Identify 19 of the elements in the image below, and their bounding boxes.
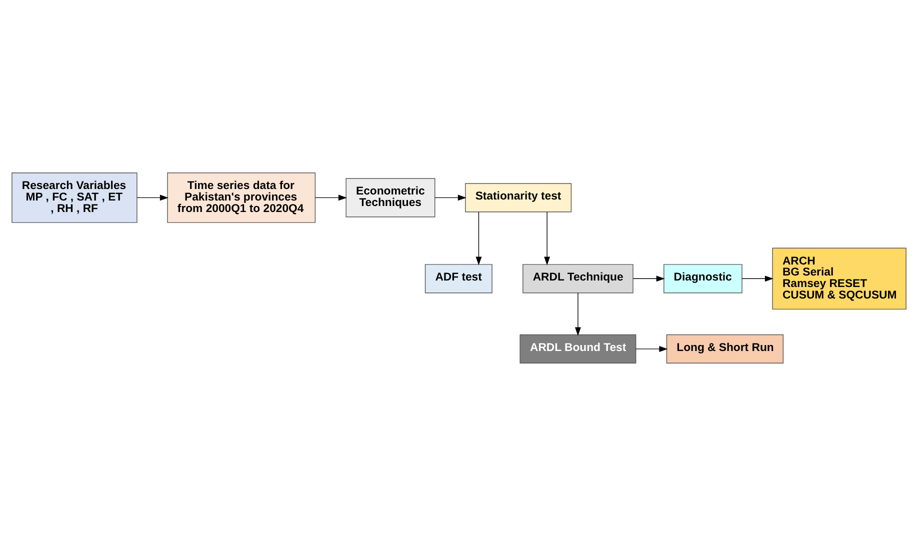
arrow <box>314 194 347 200</box>
arrow <box>635 345 668 352</box>
node-box: Long & Short Run <box>666 334 784 364</box>
arrow <box>574 292 581 336</box>
arrow <box>742 275 774 282</box>
node-box: ARDL Bound Test <box>520 334 636 364</box>
node-box: Time series data for Pakistan's provinces from 2000Q1 to 2020Q4 <box>167 172 316 222</box>
arrow <box>632 275 665 282</box>
arrow <box>476 211 482 265</box>
node-box: Research Variables MP , FC , SAT , ET , RH , RF <box>12 172 138 222</box>
node-box: Econometric Techniques <box>346 178 436 217</box>
arrow <box>136 194 168 200</box>
node-box: Diagnostic <box>664 264 742 293</box>
node-box: ARDL Technique <box>522 264 634 293</box>
arrow <box>434 194 466 200</box>
node-box: ADF test <box>424 264 492 293</box>
node-box: ARCH BG Serial Ramsey RESET CUSUM & SQCUSUM <box>772 247 906 310</box>
arrow <box>544 211 550 265</box>
node-box: Stationarity test <box>465 182 572 212</box>
